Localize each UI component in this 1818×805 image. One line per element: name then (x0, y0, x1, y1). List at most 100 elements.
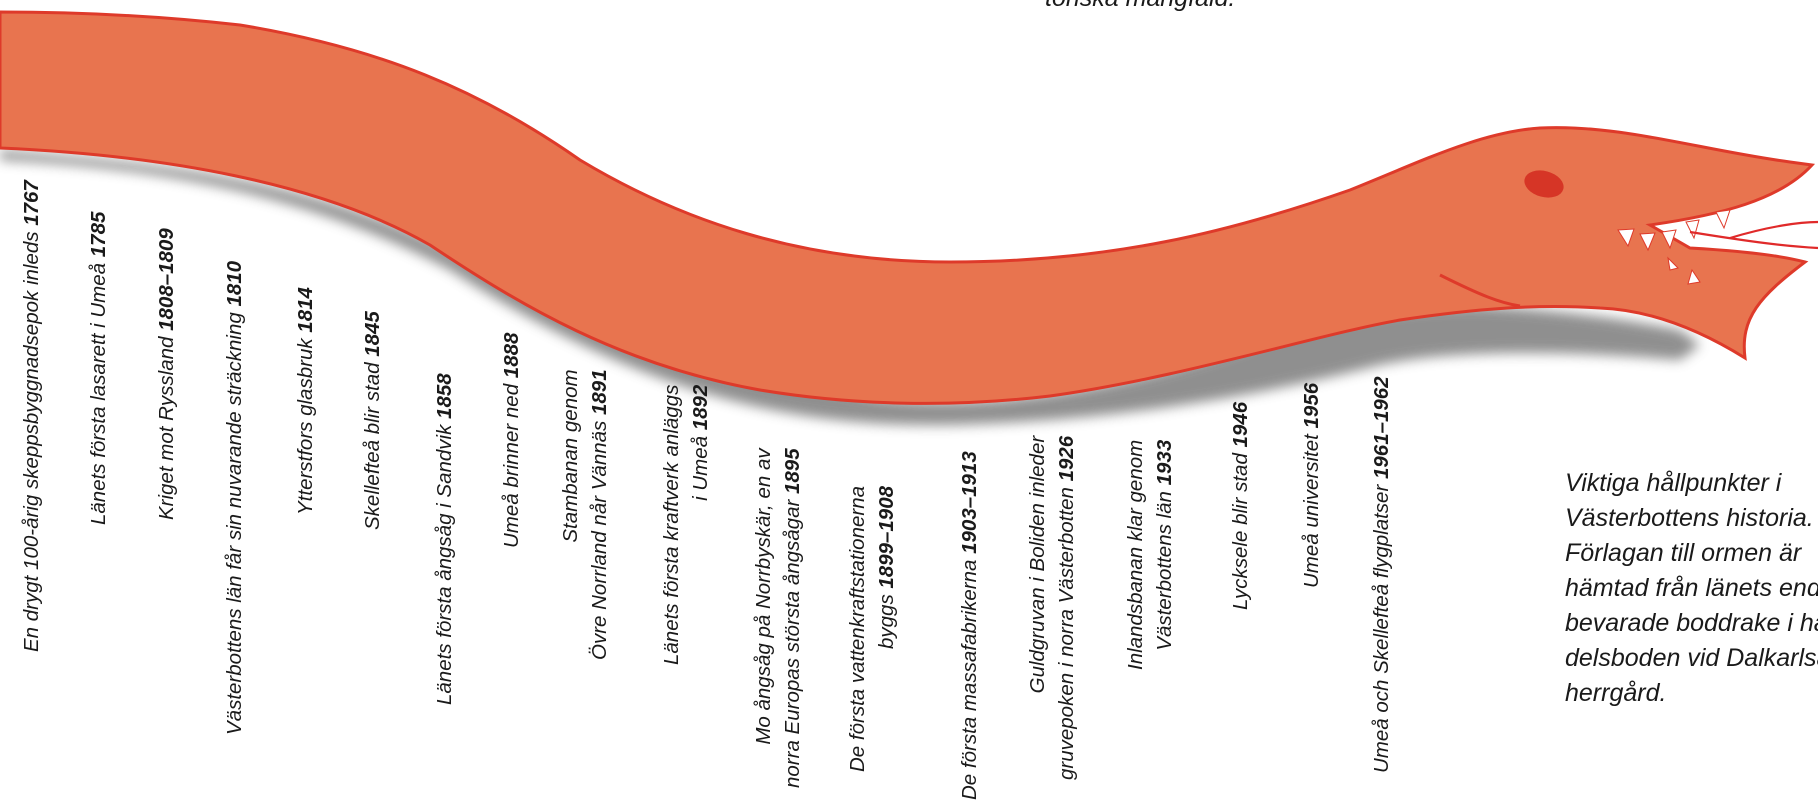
caption-line: herrgård. (1565, 679, 1667, 707)
milestone-year: 1899–1908 (875, 485, 898, 589)
milestone-label: Lycksele blir stad 1946 (1226, 402, 1255, 610)
milestone-text: Länets första ångsåg i Sandvik (433, 418, 456, 705)
milestone-line: Ytterstfors glasbruk 1814 (291, 287, 320, 515)
milestone-line: Umeå universitet 1956 (1297, 383, 1326, 588)
caption-line: delsboden vid Dalkarlså (1565, 644, 1818, 672)
milestone-line: Kriget mot Ryssland 1808–1809 (152, 228, 181, 520)
milestone-year: 1845 (361, 311, 384, 357)
top-paragraph-fragment: toriska mångfald. (1045, 0, 1235, 13)
milestone-text: Umeå brinner ned (500, 378, 523, 548)
caption: Viktiga hållpunkter i Västerbottens hist… (1565, 466, 1818, 711)
milestone-year: 1888 (500, 332, 523, 379)
milestone-line: Övre Norrland når Vännäs 1891 (585, 369, 614, 660)
milestone-text: i Umeå (689, 430, 712, 501)
milestone-text: Skellefteå blir stad (361, 356, 384, 530)
milestone-text: Guldgruvan i Boliden inleder (1026, 435, 1049, 694)
milestone-line: Umeå brinner ned 1888 (497, 333, 526, 548)
milestone-text: Umeå och Skellefteå flygplatser (1370, 479, 1393, 773)
caption-line: bevarade boddrake i han- (1565, 609, 1818, 637)
milestone-year: 1903–1913 (958, 451, 981, 554)
serpent-eye (1524, 170, 1564, 198)
caption-line: Viktiga hållpunkter i (1565, 469, 1782, 497)
milestone-year: 1891 (588, 369, 611, 416)
serpent-jaw-line (1439, 273, 1521, 308)
milestone-line: Stambanan genom (556, 369, 585, 660)
milestone-line: byggs 1899–1908 (872, 486, 901, 772)
milestone-line: Länets första kraftverk anläggs (657, 385, 686, 665)
caption-line: Förlagan till ormen är (1565, 539, 1802, 567)
milestone-year: 1767 (20, 180, 43, 226)
milestone-line: norra Europas största ångsågar 1895 (778, 448, 807, 788)
milestone-label: Umeå universitet 1956 (1297, 383, 1326, 588)
milestone-text: De första vattenkraftstationerna (846, 485, 869, 772)
milestone-text: Stambanan genom (559, 369, 582, 543)
milestone-line: Umeå och Skellefteå flygplatser 1961–196… (1367, 376, 1396, 773)
milestone-year: 1933 (1153, 439, 1176, 486)
milestone-year: 1956 (1300, 382, 1323, 429)
milestone-line: Inlandsbanan klar genom (1121, 440, 1150, 670)
milestone-text: Mo ångsåg på Norrbyskär, en av (752, 448, 775, 745)
milestone-line: gruvepoken i norra Västerbotten 1926 (1052, 436, 1081, 780)
milestone-label: En drygt 100-årig skeppsbyggnadsepok inl… (17, 180, 46, 652)
milestone-year: 1926 (1055, 435, 1078, 482)
milestone-label: Västerbottens län får sin nuvarande strä… (220, 261, 249, 735)
milestone-text: norra Europas största ångsågar (781, 494, 804, 788)
milestone-text: byggs (875, 588, 898, 650)
milestone-line: Västerbottens län 1933 (1150, 440, 1179, 670)
milestone-text: Lycksele blir stad (1229, 447, 1252, 610)
milestone-year: 1961–1962 (1370, 376, 1393, 480)
milestone-year: 1892 (689, 384, 712, 431)
milestone-text: Länets första lasarett i Umeå (87, 257, 110, 525)
milestone-year: 1808–1809 (155, 228, 178, 331)
serpent-shadow (0, 150, 1700, 426)
milestone-text: gruvepoken i norra Västerbotten (1055, 481, 1078, 780)
caption-line: hämtad från länets enda (1565, 574, 1818, 602)
milestone-label: Umeå och Skellefteå flygplatser 1961–196… (1367, 376, 1396, 773)
milestone-year: 1946 (1229, 401, 1252, 448)
milestone-label: De första massafabrikerna 1903–1913 (955, 451, 984, 800)
milestone-line: De första vattenkraftstationerna (843, 486, 872, 772)
milestone-label: Ytterstfors glasbruk 1814 (291, 287, 320, 515)
milestone-line: Mo ångsåg på Norrbyskär, en av (749, 448, 778, 788)
milestone-text: Umeå universitet (1300, 428, 1323, 588)
milestone-label: Skellefteå blir stad 1845 (358, 311, 387, 530)
serpent-teeth (1617, 209, 1731, 285)
milestone-text: Länets första kraftverk anläggs (660, 384, 683, 665)
serpent-tongue (1689, 220, 1818, 250)
milestone-line: i Umeå 1892 (686, 385, 715, 665)
milestone-text: Ytterstfors glasbruk (294, 332, 317, 515)
milestone-line: Västerbottens län får sin nuvarande strä… (220, 261, 249, 735)
milestone-line: En drygt 100-årig skeppsbyggnadsepok inl… (17, 180, 46, 652)
milestone-year: 1895 (781, 448, 804, 494)
milestone-label: Länets första ångsåg i Sandvik 1858 (430, 373, 459, 705)
milestone-line: Guldgruvan i Boliden inleder (1023, 436, 1052, 780)
milestone-year: 1814 (294, 287, 317, 333)
milestone-text: En drygt 100-årig skeppsbyggnadsepok inl… (20, 225, 43, 652)
milestone-label: Länets första lasarett i Umeå 1785 (84, 212, 113, 525)
serpent-body (0, 10, 1816, 405)
milestone-line: De första massafabrikerna 1903–1913 (955, 451, 984, 800)
milestone-text: Kriget mot Ryssland (155, 330, 178, 520)
milestone-line: Länets första lasarett i Umeå 1785 (84, 212, 113, 525)
milestone-text: Västerbottens län (1153, 485, 1176, 651)
milestone-label: Kriget mot Ryssland 1808–1809 (152, 228, 181, 520)
milestone-year: 1785 (87, 211, 110, 258)
milestone-label: Umeå brinner ned 1888 (497, 333, 526, 548)
milestone-text: Inlandsbanan klar genom (1124, 439, 1147, 670)
milestone-line: Lycksele blir stad 1946 (1226, 402, 1255, 610)
milestone-text: De första massafabrikerna (958, 553, 981, 800)
milestone-text: Övre Norrland når Vännäs (588, 415, 611, 660)
caption-line: Västerbottens historia. (1565, 504, 1814, 532)
milestone-year: 1810 (223, 260, 246, 307)
milestone-line: Länets första ångsåg i Sandvik 1858 (430, 373, 459, 705)
milestone-text: Västerbottens län får sin nuvarande strä… (223, 306, 246, 735)
milestone-year: 1858 (433, 373, 456, 419)
milestone-line: Skellefteå blir stad 1845 (358, 311, 387, 530)
